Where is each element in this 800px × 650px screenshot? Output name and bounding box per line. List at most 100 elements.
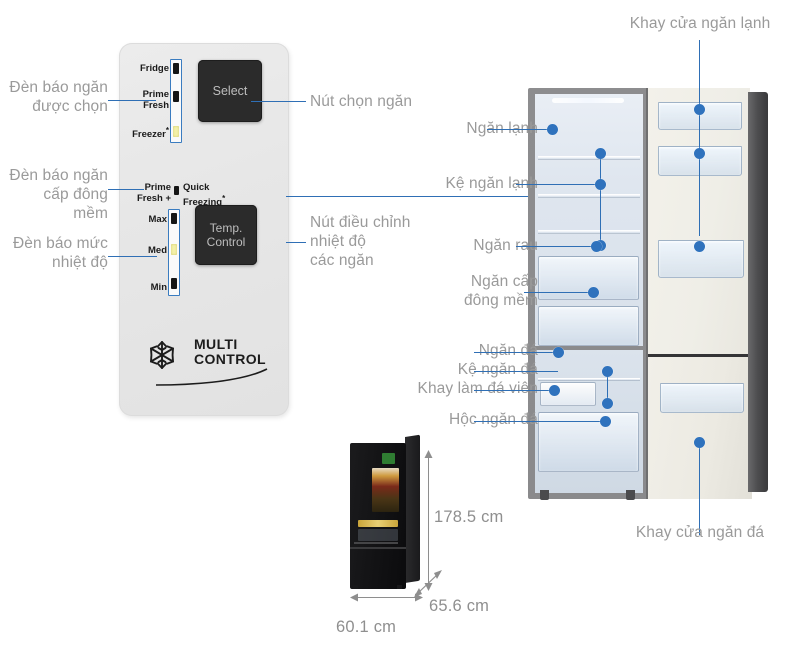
led-min <box>171 278 177 289</box>
select-button[interactable]: Select <box>198 60 262 122</box>
callout-selected-compartment-indicator: Đèn báo ngăn được chọn <box>9 79 108 115</box>
feature-badge <box>358 520 398 527</box>
multi-control-logo: MULTI CONTROL <box>147 335 269 387</box>
marker-dot <box>595 179 606 190</box>
snowflake-icon <box>150 341 174 369</box>
leader-line <box>286 242 306 244</box>
fridge-interior <box>535 94 643 346</box>
leader-line <box>108 189 144 191</box>
mini-foot-left <box>353 585 358 589</box>
mode-label-prime-fresh-plus: Prime Fresh + <box>136 182 171 204</box>
cabinet-foot-right <box>626 490 635 500</box>
callout-freezer-door-bin: Khay cửa ngăn đá <box>635 524 765 541</box>
ice-cube-tray <box>540 382 596 406</box>
callout-fridge-shelf: Kệ ngăn lạnh <box>445 175 538 192</box>
temp-control-button[interactable]: Temp. Control <box>195 205 257 265</box>
leader-line <box>487 129 551 131</box>
marker-dot <box>602 398 613 409</box>
callout-soft-freeze-indicator: Đèn báo ngăn cấp đông mềm <box>9 167 108 222</box>
leader-line <box>699 40 701 236</box>
leader-line <box>516 184 601 186</box>
cabinet-body <box>528 88 648 500</box>
leader-line <box>474 352 558 354</box>
indicator-label-fridge: Fridge <box>139 63 169 74</box>
control-panel: Fridge Prime Fresh Freezer* Select Prime… <box>119 43 289 416</box>
interior-lamp <box>552 98 624 103</box>
door-split <box>350 547 406 549</box>
callout-temperature-adjust-button: Nút điều chỉnh nhiệt độ các ngăn <box>310 214 411 269</box>
callout-freezer-shelf: Kệ ngăn đá <box>457 361 538 378</box>
callout-freezer-bin: Hộc ngăn đá <box>449 411 538 428</box>
led-prime-fresh <box>173 91 179 102</box>
cabinet-foot-left <box>540 490 549 500</box>
leader-line <box>516 246 596 248</box>
leader-line <box>699 442 701 535</box>
indicator-label-prime-fresh: Prime Fresh <box>142 89 169 111</box>
freezer-door-bin <box>660 383 744 413</box>
leader-line <box>524 292 591 294</box>
product-poster <box>372 468 399 512</box>
leader-line <box>474 421 604 423</box>
temp-label-max: Max <box>148 214 167 225</box>
mini-side <box>405 434 420 583</box>
spec-sticker <box>358 529 398 541</box>
callout-ice-cube-tray: Khay làm đá viên <box>417 380 538 397</box>
mini-body <box>350 443 406 589</box>
leader-line <box>600 152 602 247</box>
marker-dot <box>694 148 705 159</box>
marker-dot <box>549 385 560 396</box>
led-fridge <box>173 63 179 74</box>
callout-fridge-door-bin: Khay cửa ngăn lạnh <box>629 15 771 32</box>
led-max <box>171 213 177 224</box>
refrigerator-closed-view <box>350 434 420 589</box>
leader-line-long <box>286 196 542 198</box>
leader-line <box>108 100 156 102</box>
freezer-shelf <box>538 378 640 381</box>
temp-label-med: Med <box>148 245 167 256</box>
mini-foot-right <box>397 585 402 589</box>
mode-label-quick-freezing: Quick Freezing* <box>183 182 226 208</box>
cabinet-side-wall <box>748 92 768 492</box>
marker-dot <box>547 124 558 135</box>
marker-dot <box>694 104 705 115</box>
dimension-arrows-width <box>350 593 423 602</box>
fridge-shelf-2 <box>538 194 640 198</box>
leader-line <box>251 101 306 103</box>
leader-line <box>108 256 157 258</box>
callout-vegetable-drawer: Ngăn rau <box>473 237 538 254</box>
leader-line <box>474 390 554 392</box>
marker-dot <box>595 148 606 159</box>
dimension-line-width <box>355 597 417 599</box>
callout-fridge-compartment: Ngăn lạnh <box>466 120 538 137</box>
temp-label-min: Min <box>150 282 167 293</box>
soft-freeze-drawer <box>538 306 639 346</box>
refrigerator-open-view <box>528 88 768 500</box>
energy-label <box>382 453 395 464</box>
callout-temperature-level-indicator: Đèn báo mức nhiệt độ <box>12 235 108 271</box>
dimension-height-label: 178.5 cm <box>434 508 504 526</box>
dimension-line-height <box>428 455 430 585</box>
vegetable-drawer <box>538 256 639 300</box>
callout-compartment-select-button: Nút chọn ngăn <box>310 93 413 110</box>
leader-line <box>474 371 558 373</box>
fridge-shelf-3 <box>538 230 640 234</box>
led-quick-freezing <box>174 186 179 195</box>
dimension-width-label: 60.1 cm <box>336 618 397 636</box>
marker-dot <box>694 241 705 252</box>
led-freezer <box>173 126 179 137</box>
marker-dot <box>600 416 611 427</box>
fridge-shelf-1 <box>538 156 640 160</box>
marker-dot <box>694 437 705 448</box>
multi-control-text: MULTI CONTROL <box>194 336 267 367</box>
indicator-strip-compartment <box>170 59 182 143</box>
led-med <box>171 244 177 255</box>
indicator-label-freezer: Freezer* <box>132 126 169 141</box>
marker-dot <box>553 347 564 358</box>
callout-soft-freeze-drawer: Ngăn cấp đông mềm <box>463 273 538 309</box>
dimension-depth-label: 65.6 cm <box>429 597 490 615</box>
door-handle <box>354 542 398 544</box>
marker-dot <box>588 287 599 298</box>
callout-freezer-compartment: Ngăn đá <box>478 342 538 359</box>
logo-swoosh <box>155 368 268 386</box>
